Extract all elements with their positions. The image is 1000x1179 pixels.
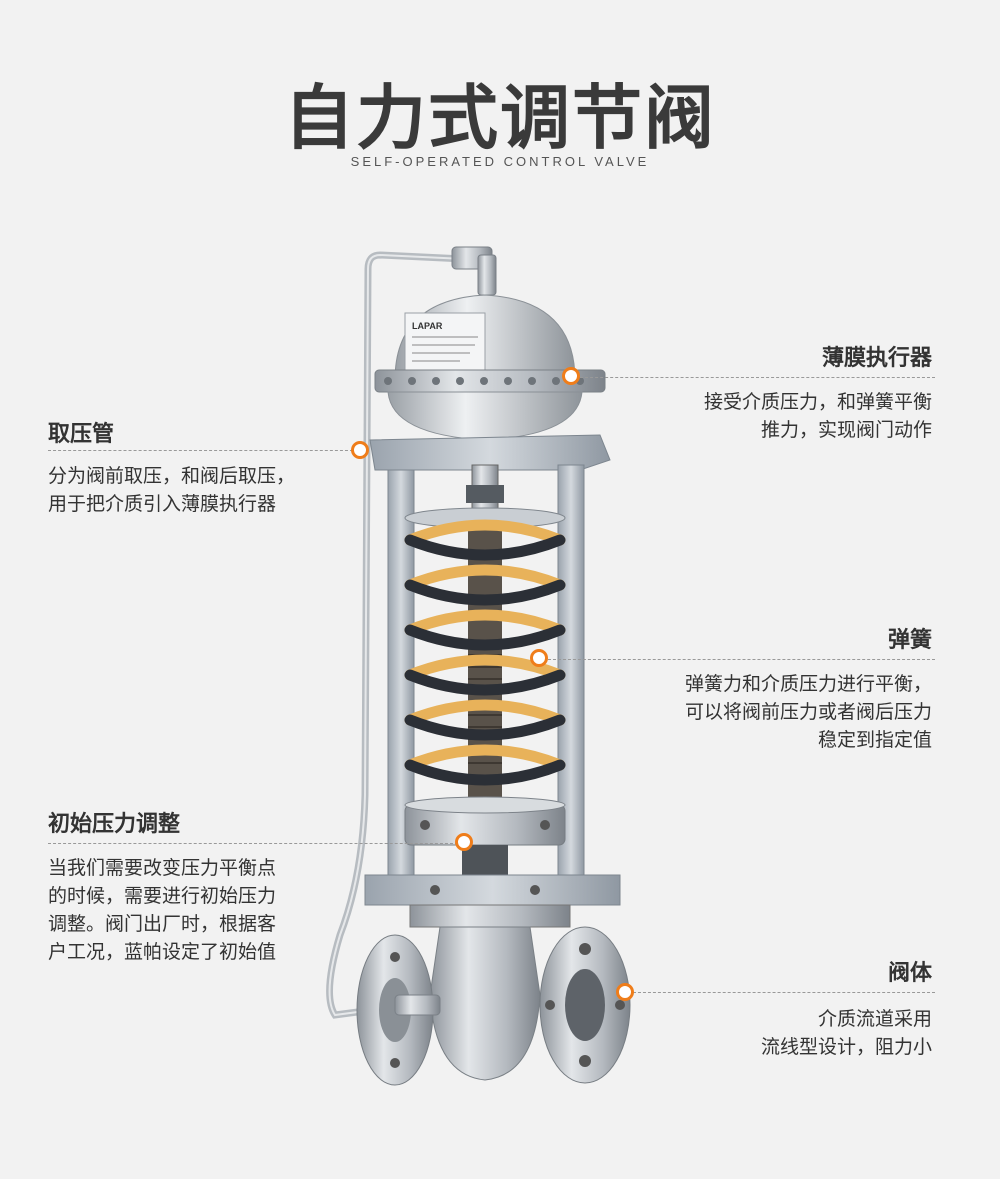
- actuator-desc: 接受介质压力，和弹簧平衡 推力，实现阀门动作: [703, 391, 932, 441]
- page-subtitle: SELF-OPERATED CONTROL VALVE: [350, 154, 650, 169]
- page-title: 自力式调节阀: [284, 77, 716, 159]
- initial-title: 初始压力调整: [48, 812, 181, 837]
- pipe-leader-line: [48, 450, 353, 451]
- pipe-title: 取压管: [48, 422, 115, 447]
- body-desc: 介质流道采用 流线型设计，阻力小: [760, 1008, 932, 1058]
- spring-marker: [530, 649, 548, 667]
- initial-marker: [455, 833, 473, 851]
- actuator-title: 薄膜执行器: [821, 346, 932, 371]
- body-marker: [616, 983, 634, 1001]
- pipe-desc: 分为阀前取压，和阀后取压， 用于把介质引入薄膜执行器: [48, 465, 296, 515]
- nameplate-brand: LAPAR: [412, 321, 443, 331]
- pipe-marker: [351, 441, 369, 459]
- valve-illustration: LAPAR: [326, 246, 631, 1086]
- actuator-leader-line: [580, 377, 935, 378]
- spring-leader-line: [548, 659, 935, 660]
- body-leader-line: [633, 992, 935, 993]
- initial-leader-line: [48, 843, 458, 844]
- initial-desc: 当我们需要改变压力平衡点 的时候，需要进行初始压力 调整。阀门出厂时，根据客 户…: [48, 857, 277, 963]
- spring-title: 弹簧: [887, 628, 932, 653]
- actuator-marker: [562, 367, 580, 385]
- body-title: 阀体: [887, 961, 932, 986]
- spring-desc: 弹簧力和介质压力进行平衡， 可以将阀前压力或者阀后压力 稳定到指定值: [684, 673, 932, 751]
